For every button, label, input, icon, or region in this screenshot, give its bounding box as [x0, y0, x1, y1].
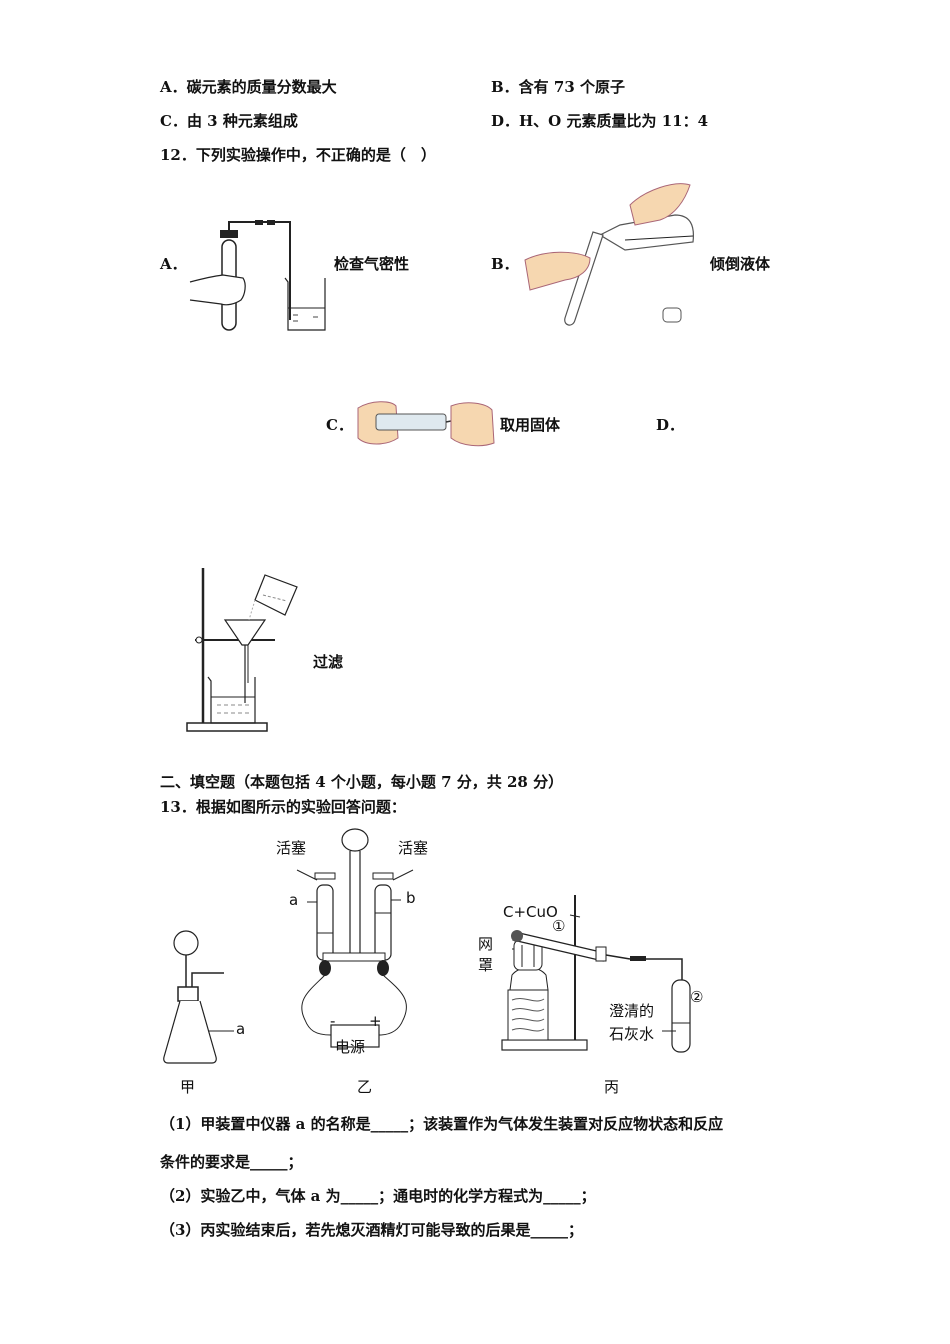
- jia-apparatus-figure: [163, 930, 234, 1064]
- yi-plus-sign: +: [369, 1012, 382, 1030]
- q12-option-a-letter: A．: [160, 255, 187, 273]
- yi-minus-sign: -: [330, 1012, 336, 1030]
- bing-circle-1-label: ①: [552, 917, 566, 935]
- q13-sub1-line1: （1）甲装置中仪器 a 的名称是_____；该装置作为气体发生装置对反应物状态和…: [160, 1115, 724, 1133]
- q13-stem: 13．根据如图所示的实验回答问题：: [160, 798, 406, 816]
- q13-sub3: （3）丙实验结束后，若先熄灭酒精灯可能导致的后果是_____；: [160, 1221, 583, 1239]
- yi-electrolysis-figure: [296, 828, 414, 1048]
- yi-stopcock-right-label: 活塞: [398, 839, 429, 857]
- pour-liquid-figure: [524, 183, 695, 326]
- q13-sub1-line2: 条件的要求是_____；: [160, 1153, 303, 1171]
- q12-option-a-caption: 检查气密性: [334, 255, 410, 273]
- yi-caption: 乙: [357, 1078, 373, 1096]
- q12-option-d-caption: 过滤: [313, 653, 344, 671]
- q12-stem: 12．下列实验操作中，不正确的是（ ）: [160, 146, 436, 164]
- yi-power-source-label: 电源: [335, 1038, 366, 1056]
- jia-caption: 甲: [180, 1078, 196, 1096]
- q12-option-b-letter: B．: [491, 255, 519, 273]
- q12-option-b-caption: 倾倒液体: [710, 255, 771, 273]
- jia-label-a: a: [236, 1020, 246, 1038]
- filtration-figure: [186, 568, 298, 732]
- yi-label-a: a: [289, 891, 299, 909]
- q11-option-d: D．H、O 元素质量比为 11：4: [491, 112, 709, 130]
- bing-limewater-label-1: 澄清的: [609, 1002, 655, 1020]
- q11-option-c: C．由 3 种元素组成: [160, 112, 298, 130]
- q11-option-a: A．碳元素的质量分数最大: [160, 78, 337, 96]
- q13-sub2: （2）实验乙中，气体 a 为_____；通电时的化学方程式为_____；: [160, 1187, 596, 1205]
- bing-caption: 丙: [604, 1078, 620, 1096]
- bing-limewater-label-2: 石灰水: [609, 1025, 655, 1043]
- gas-tightness-check-figure: [189, 220, 326, 331]
- q12-option-d-letter: D．: [656, 416, 685, 434]
- bing-reduction-figure: [501, 895, 691, 1053]
- take-solid-figure: [357, 401, 495, 447]
- q12-option-c-caption: 取用固体: [500, 416, 561, 434]
- bing-reactants-label: C+CuO: [503, 903, 558, 921]
- bing-mesh-cover-label-2: 罩: [478, 956, 494, 974]
- q11-option-b: B．含有 73 个原子: [491, 78, 625, 96]
- yi-label-b: b: [406, 889, 416, 907]
- bing-mesh-cover-label-1: 网: [478, 935, 494, 953]
- yi-stopcock-left-label: 活塞: [276, 839, 307, 857]
- bing-circle-2-label: ②: [690, 988, 704, 1006]
- q12-option-c-letter: C．: [326, 416, 353, 434]
- section-heading: 二、填空题（本题包括 4 个小题，每小题 7 分，共 28 分）: [160, 773, 564, 791]
